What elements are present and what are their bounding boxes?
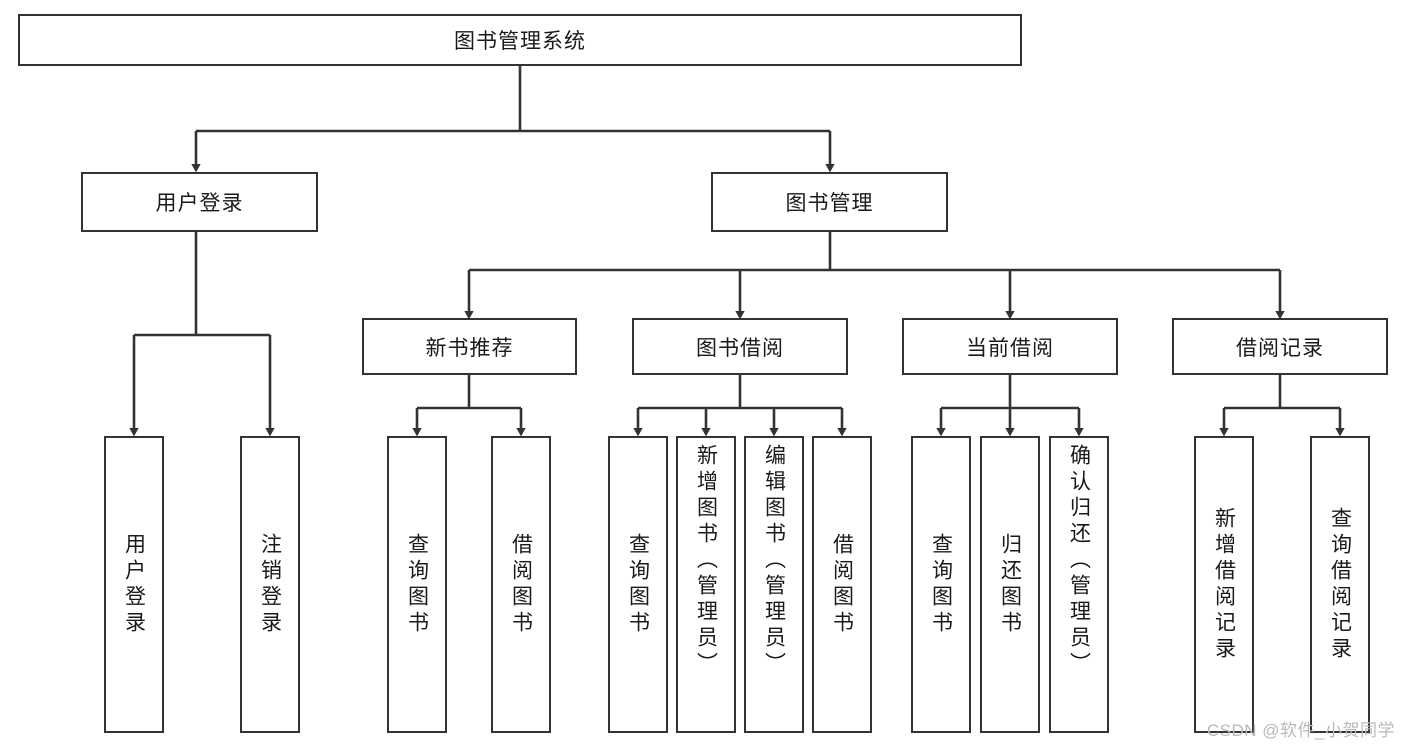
node-current-borrowing[interactable]: 当前借阅 <box>902 318 1118 375</box>
leaf-query-book-newbook[interactable]: 查询图书 <box>387 436 447 733</box>
node-label: 新增图书（管理员） <box>694 444 718 678</box>
node-borrowing-record[interactable]: 借阅记录 <box>1172 318 1388 375</box>
leaf-confirm-return-admin[interactable]: 确认归还（管理员） <box>1049 436 1109 733</box>
node-book-borrowing[interactable]: 图书借阅 <box>632 318 848 375</box>
leaf-edit-book-admin[interactable]: 编辑图书（管理员） <box>744 436 804 733</box>
leaf-return-book[interactable]: 归还图书 <box>980 436 1040 733</box>
leaf-user-login[interactable]: 用户登录 <box>104 436 164 733</box>
node-label: 用户登录 <box>122 532 146 637</box>
leaf-borrow-book[interactable]: 借阅图书 <box>812 436 872 733</box>
leaf-query-book-borrow[interactable]: 查询图书 <box>608 436 668 733</box>
node-label: 归还图书 <box>998 532 1022 637</box>
node-label: 查询图书 <box>626 532 650 637</box>
node-label: 查询图书 <box>929 532 953 637</box>
leaf-logout[interactable]: 注销登录 <box>240 436 300 733</box>
node-label: 查询借阅记录 <box>1328 506 1352 663</box>
leaf-query-borrow-record[interactable]: 查询借阅记录 <box>1310 436 1370 733</box>
node-label: 图书管理 <box>785 192 874 215</box>
node-label: 查询图书 <box>405 532 429 637</box>
node-label: 编辑图书（管理员） <box>762 444 786 678</box>
leaf-add-borrow-record[interactable]: 新增借阅记录 <box>1194 436 1254 733</box>
leaf-borrow-book-newbook[interactable]: 借阅图书 <box>491 436 551 733</box>
node-label: 注销登录 <box>258 532 282 637</box>
node-root-book-management-system[interactable]: 图书管理系统 <box>18 14 1022 66</box>
node-label: 借阅记录 <box>1236 336 1324 360</box>
node-label: 借阅图书 <box>830 532 854 637</box>
node-label: 用户登录 <box>155 192 244 215</box>
node-label: 新增借阅记录 <box>1212 506 1236 663</box>
node-label: 借阅图书 <box>509 532 533 637</box>
leaf-add-book-admin[interactable]: 新增图书（管理员） <box>676 436 736 733</box>
node-user-login[interactable]: 用户登录 <box>81 172 318 232</box>
leaf-query-book-current[interactable]: 查询图书 <box>911 436 971 733</box>
node-label: 新书推荐 <box>425 336 514 360</box>
watermark: CSDN @软件_小贺同学 <box>1206 721 1395 740</box>
node-label: 图书借阅 <box>696 336 784 360</box>
node-label: 当前借阅 <box>966 336 1054 360</box>
node-label: 图书管理系统 <box>454 30 586 53</box>
node-new-book-recommendation[interactable]: 新书推荐 <box>362 318 577 375</box>
node-book-management[interactable]: 图书管理 <box>711 172 948 232</box>
node-label: 确认归还（管理员） <box>1067 444 1091 678</box>
